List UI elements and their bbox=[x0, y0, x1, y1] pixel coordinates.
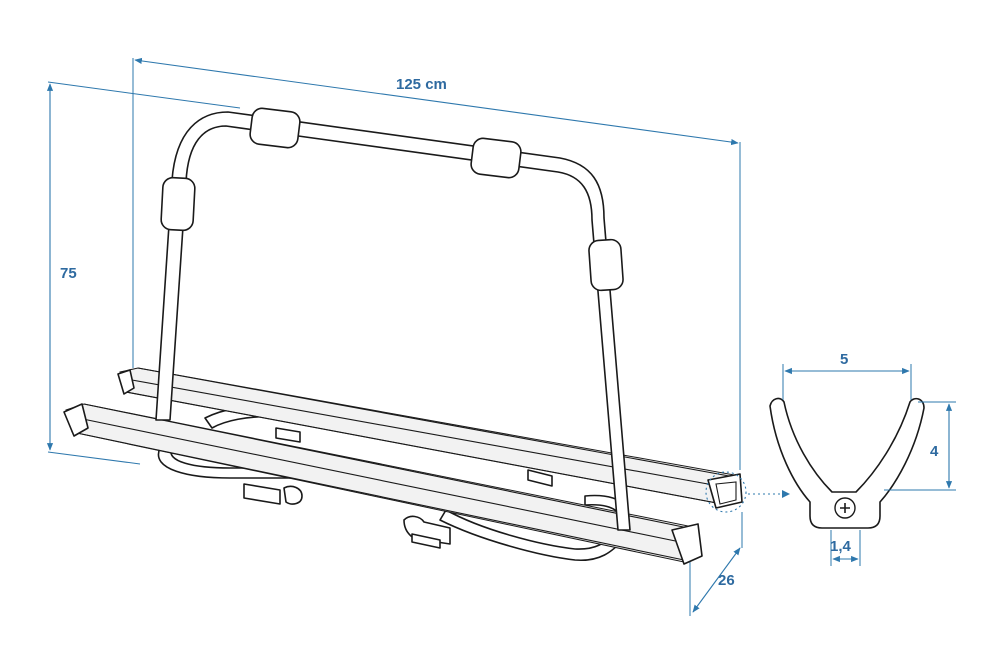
height-dimension: 75 bbox=[46, 81, 241, 465]
frame-tube bbox=[155, 111, 631, 531]
width-dimension: 125 cm bbox=[132, 57, 741, 470]
right-side-grip bbox=[588, 238, 624, 292]
top-right-grip bbox=[470, 137, 522, 179]
height-dimension-label: 75 bbox=[60, 265, 77, 282]
rack-frame bbox=[63, 107, 743, 565]
profile-width-label: 5 bbox=[840, 351, 848, 368]
profile-callout bbox=[705, 471, 790, 513]
profile-height-label: 4 bbox=[930, 443, 939, 460]
depth-dimension-label: 26 bbox=[718, 572, 735, 589]
width-dimension-label: 125 cm bbox=[396, 76, 447, 93]
profile-thickness-label: 1,4 bbox=[830, 538, 852, 555]
top-left-grip bbox=[249, 107, 301, 149]
depth-dimension: 26 bbox=[689, 512, 743, 616]
rail-profile-shape bbox=[769, 397, 925, 529]
left-side-grip bbox=[160, 176, 196, 232]
rail-profile-section: 5 4 1,4 bbox=[769, 351, 956, 566]
screw-icon bbox=[834, 497, 856, 519]
